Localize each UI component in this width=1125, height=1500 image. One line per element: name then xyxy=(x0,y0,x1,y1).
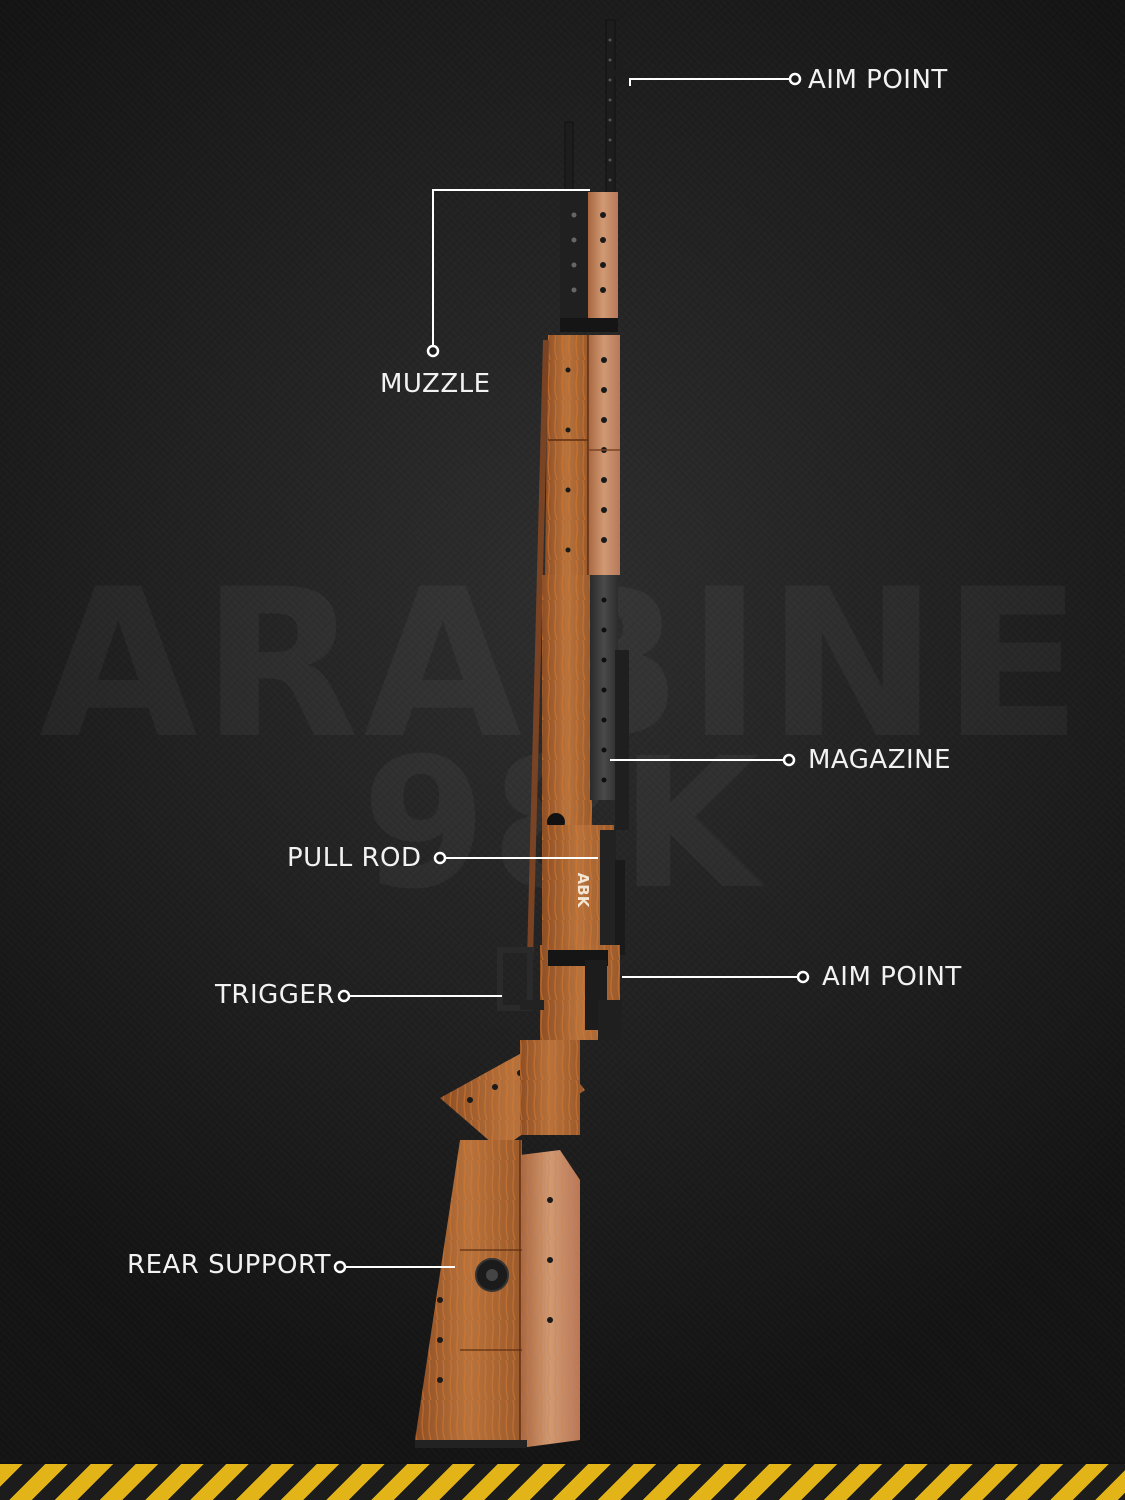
receiver xyxy=(542,575,629,831)
callout-dots xyxy=(333,72,810,1274)
aim-point-top-line xyxy=(629,78,795,86)
trigger-dot xyxy=(337,989,351,1003)
callout-magazine: MAGAZINE xyxy=(808,745,952,775)
abk-logo: ABK xyxy=(574,873,592,909)
callout-pull-rod: PULL ROD xyxy=(287,843,422,873)
aim-point-mid-dot xyxy=(796,970,810,984)
callout-aim-point-top: AIM POINT xyxy=(808,65,948,95)
callout-lines xyxy=(340,78,803,1268)
callout-aim-point-mid: AIM POINT xyxy=(822,962,962,992)
handguard xyxy=(545,335,620,575)
callout-trigger: TRIGGER xyxy=(215,980,335,1010)
muzzle-dot xyxy=(426,344,440,358)
cleaning-rod xyxy=(527,339,549,961)
hazard-stripe-footer xyxy=(0,1462,1125,1500)
rear-support-dot xyxy=(333,1260,347,1274)
trigger-assembly xyxy=(497,945,622,1040)
muzzle-line xyxy=(432,189,590,350)
stock-wrist xyxy=(440,1040,585,1150)
pull-rod-dot xyxy=(433,851,447,865)
barrel-front xyxy=(560,190,618,332)
front-sight-rod xyxy=(564,19,632,201)
callout-muzzle: MUZZLE xyxy=(380,369,491,399)
butt-stock xyxy=(415,1140,580,1448)
callout-rear-support: REAR SUPPORT xyxy=(127,1250,332,1280)
magazine-dot xyxy=(782,753,796,767)
mid-stock xyxy=(542,825,625,955)
aim-point-top-dot xyxy=(788,72,802,86)
